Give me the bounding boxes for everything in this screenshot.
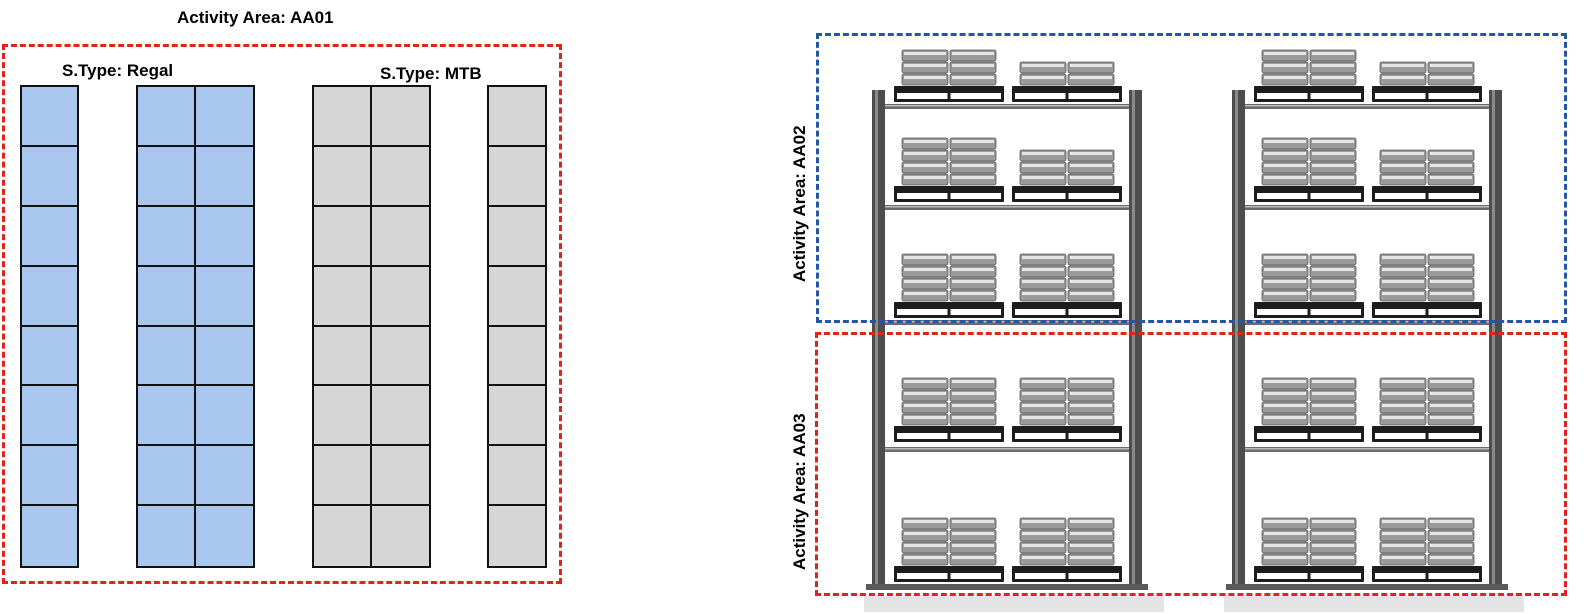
storage-bin — [314, 326, 372, 387]
storage-bin — [489, 446, 545, 507]
storage-bin — [371, 446, 429, 507]
regal-rack-single — [20, 85, 79, 568]
aa01-title: Activity Area: AA01 — [177, 8, 334, 27]
storage-bin — [489, 327, 545, 387]
storage-bin — [371, 267, 429, 327]
storage-bin — [195, 446, 253, 507]
aa02-label: Activity Area: AA02 — [790, 125, 809, 282]
storage-bin — [489, 87, 545, 147]
aa02-boundary — [816, 33, 1567, 323]
storage-bin — [489, 147, 545, 207]
floor — [864, 596, 1164, 612]
storage-bin — [489, 267, 545, 327]
storage-bin — [138, 206, 196, 267]
storage-bin — [138, 386, 196, 447]
storage-bin — [22, 386, 77, 447]
storage-bin — [22, 446, 77, 507]
storage-bin — [138, 506, 196, 566]
storage-bin — [22, 207, 77, 267]
storage-bin — [314, 266, 372, 327]
storage-bin — [314, 446, 372, 507]
storage-bin — [195, 207, 253, 267]
storage-bin — [138, 446, 196, 507]
mtb-rack-double — [312, 85, 431, 568]
storage-bin — [22, 267, 77, 327]
storage-bin — [138, 87, 196, 147]
storage-bin — [22, 87, 77, 147]
storage-bin — [371, 207, 429, 267]
aa01-boundary — [2, 44, 562, 584]
storage-bin — [138, 146, 196, 207]
aa03-boundary — [815, 332, 1567, 596]
rack-base — [1226, 584, 1508, 590]
storage-bin — [371, 386, 429, 447]
mtb-rack-single — [487, 85, 547, 568]
storage-bin — [371, 147, 429, 207]
storage-bin — [314, 206, 372, 267]
storage-bin — [489, 386, 545, 447]
storage-bin — [314, 506, 372, 566]
storage-bin — [314, 87, 372, 147]
storage-bin — [22, 147, 77, 207]
floor — [1224, 596, 1524, 612]
storage-bin — [138, 266, 196, 327]
storage-bin — [195, 267, 253, 327]
storage-type-regal-label: S.Type: Regal — [62, 61, 174, 80]
aa03-label: Activity Area: AA03 — [790, 413, 809, 570]
storage-type-mtb-label: S.Type: MTB — [380, 64, 482, 83]
storage-bin — [195, 87, 253, 147]
storage-bin — [371, 87, 429, 147]
storage-bin — [195, 386, 253, 447]
storage-bin — [489, 207, 545, 267]
storage-bin — [22, 327, 77, 387]
storage-bin — [195, 147, 253, 207]
storage-bin — [195, 327, 253, 387]
regal-rack-double — [136, 85, 255, 568]
storage-bin — [314, 146, 372, 207]
storage-bin — [314, 386, 372, 447]
storage-bin — [371, 327, 429, 387]
rack-base — [866, 584, 1148, 590]
storage-bin — [138, 326, 196, 387]
